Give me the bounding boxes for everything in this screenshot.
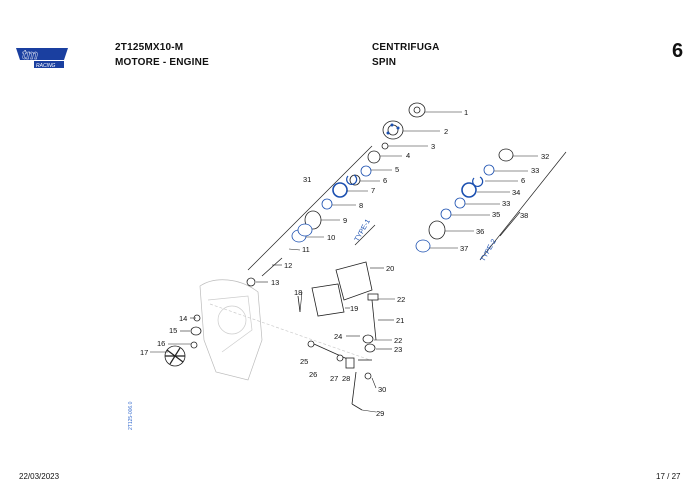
callout-10: 10 [327,233,335,242]
callout-30: 30 [378,385,386,394]
callout-22a: 22 [397,295,405,304]
callout-11: 11 [302,245,310,254]
callout-38: 38 [520,211,528,220]
group-title: MOTORE - ENGINE [115,57,209,68]
callout-12: 12 [284,261,292,270]
callout-19: 19 [350,304,358,313]
callout-16: 16 [157,339,165,348]
page-number: 6 [672,40,684,62]
callout-29: 29 [376,409,384,418]
section-title-it: CENTRIFUGA [372,42,440,53]
brand-logo: tm RACING [14,44,70,70]
callout-6b: 6 [521,176,525,185]
callout-8: 8 [359,201,363,210]
section-title-en: SPIN [372,57,397,68]
callout-18: 18 [294,288,302,297]
callout-2: 2 [444,127,448,136]
callout-33a: 33 [531,166,539,175]
svg-text:tm: tm [22,47,38,62]
drawing-code: 2T125-006.0 [128,401,134,430]
callout-17: 17 [140,348,148,357]
footer-page-count: 17 / 27 [656,472,681,481]
callout-26: 26 [309,370,317,379]
callout-20: 20 [386,264,394,273]
callout-13: 13 [271,278,279,287]
callout-1: 1 [464,108,468,117]
callout-37: 37 [460,244,468,253]
callout-28: 28 [342,374,350,383]
callout-33b: 33 [502,199,510,208]
callout-21: 21 [396,316,404,325]
callout-32: 32 [541,152,549,161]
callout-23: 23 [394,345,402,354]
callout-9: 9 [343,216,347,225]
callout-6: 6 [383,176,387,185]
type2-label: TYPE-2 [480,238,498,263]
callout-25: 25 [300,357,308,366]
callout-22b: 22 [394,336,402,345]
svg-text:RACING: RACING [36,63,56,69]
callout-7: 7 [371,186,375,195]
callout-35: 35 [492,210,500,219]
callout-15: 15 [169,326,177,335]
callout-4: 4 [406,151,410,160]
model-code: 2T125MX10-M [115,42,184,53]
callout-36: 36 [476,227,484,236]
callout-5: 5 [395,165,399,174]
callout-27: 27 [330,374,338,383]
callout-31: 31 [303,175,311,184]
callout-3: 3 [431,142,435,151]
footer-date: 22/03/2023 [19,472,60,481]
callout-14: 14 [179,314,187,323]
callout-24: 24 [334,332,342,341]
callout-34: 34 [512,188,520,197]
